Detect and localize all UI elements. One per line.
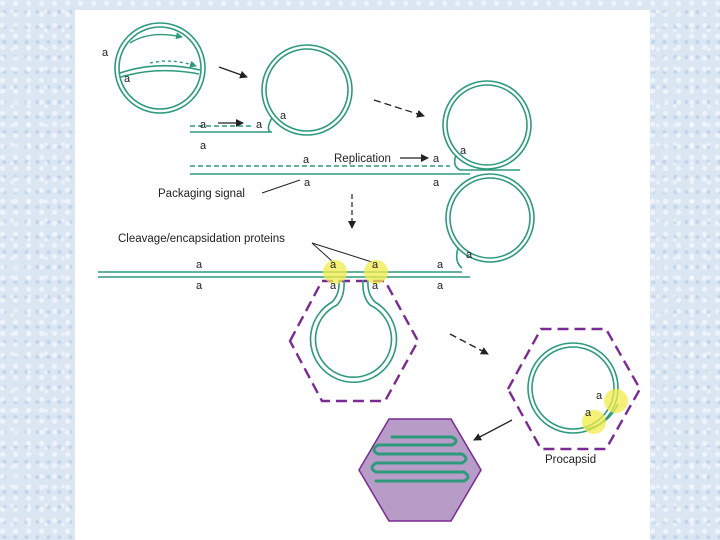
site-a-label: a: [303, 154, 310, 166]
site-a-label: a: [330, 259, 337, 271]
procapsid-label: Procapsid: [545, 454, 596, 466]
diagram-panel: [75, 10, 650, 540]
packed-dna-coil: [370, 435, 470, 483]
replication-label: Replication: [334, 153, 391, 165]
site-a-label: a: [466, 249, 473, 261]
site-a-label: a: [304, 177, 311, 189]
step-arrow: [373, 99, 425, 118]
cleavage-proteins-label: Cleavage/encapsidation proteins: [118, 233, 285, 245]
cleavage-protein-highlight: [604, 389, 628, 413]
step-arrow: [449, 333, 489, 355]
cleavage-pointer: [311, 242, 334, 263]
step-arrow: [473, 419, 513, 441]
site-a-label: a: [196, 259, 203, 271]
dna-loop-entering-capsid: [309, 279, 398, 384]
concatemer-dna: [98, 173, 535, 278]
procapsid-hexagon: [506, 327, 642, 451]
site-a-label: a: [437, 259, 444, 271]
site-a-label: a: [102, 47, 109, 59]
circular-genome: [114, 22, 206, 114]
step-arrow: [218, 66, 248, 79]
site-a-label: a: [330, 280, 337, 292]
site-a-label: a: [433, 177, 440, 189]
site-a-label: a: [433, 153, 440, 165]
packaging-signal-label: Packaging signal: [158, 188, 245, 200]
site-a-label: a: [437, 280, 444, 292]
replicating-circle: [190, 80, 532, 175]
site-a-label: a: [124, 73, 131, 85]
mature-capsid: [358, 418, 482, 522]
site-a-label: a: [200, 140, 207, 152]
site-a-label: a: [372, 280, 379, 292]
site-a-label: a: [196, 280, 203, 292]
cleavage-protein-highlight: [364, 260, 388, 284]
site-a-label: a: [280, 110, 287, 122]
site-a-label: a: [256, 119, 263, 131]
site-a-label: a: [372, 259, 379, 271]
site-a-label: a: [200, 119, 207, 131]
rotation-arrow-dashed: [149, 60, 197, 68]
packaging-signal-pointer: [261, 179, 301, 194]
capsid-hexagon: [288, 279, 420, 403]
rotation-arrow-top: [129, 32, 183, 44]
cleavage-protein-highlight: [323, 260, 347, 284]
cleavage-pointer: [311, 242, 373, 263]
rolling-circle-intermediate: [190, 44, 353, 136]
site-a-label: a: [585, 407, 592, 419]
site-a-label: a: [460, 145, 467, 157]
cleavage-protein-highlight: [582, 410, 606, 434]
site-a-label: a: [596, 390, 603, 402]
